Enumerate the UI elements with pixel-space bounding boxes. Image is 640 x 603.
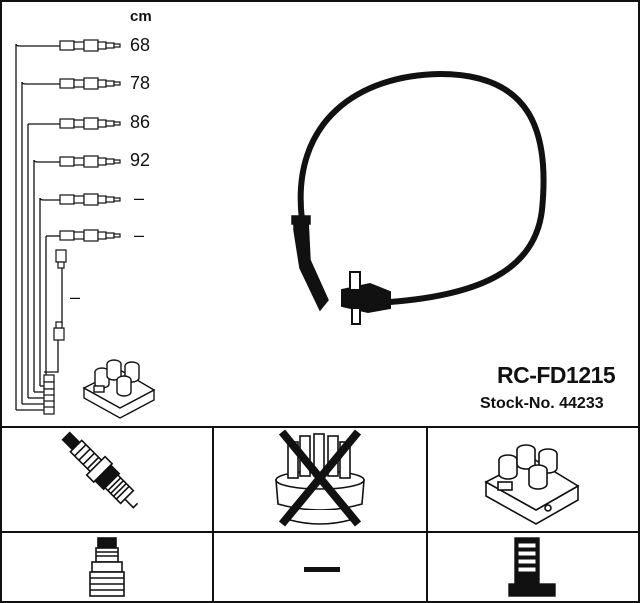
coil-pack-small-icon [82, 359, 156, 419]
unit-label: cm [130, 8, 152, 25]
stock-number-line: Stock-No. 44233 [480, 395, 604, 413]
lead-length-3: 86 [130, 112, 151, 132]
lead-set-diagram [15, 39, 121, 415]
lead-length-1: 68 [130, 35, 151, 55]
product-code: RC-FD1215 [497, 362, 616, 388]
lead-length-5: – [134, 188, 145, 208]
not-included-cross-icon [278, 429, 362, 527]
dash-icon [304, 567, 340, 572]
lead-length-6: – [134, 225, 145, 245]
lead-length-7: – [70, 287, 81, 307]
grid-divider-v1 [212, 426, 214, 603]
coil-lead-cable-icon [291, 70, 547, 325]
spark-plug-icon [61, 431, 139, 509]
lead-length-2: 78 [130, 73, 151, 93]
lead-length-4: 92 [130, 150, 151, 170]
grid-divider-h [0, 531, 640, 533]
ignition-coil-icon [484, 444, 580, 525]
stock-prefix: Stock-No. [480, 395, 555, 412]
grid-divider-v2 [426, 426, 428, 603]
plug-boot-icon [89, 537, 125, 597]
connector-boot-icon [508, 537, 556, 597]
stock-number: 44233 [559, 395, 604, 412]
parts-grid [0, 426, 640, 603]
